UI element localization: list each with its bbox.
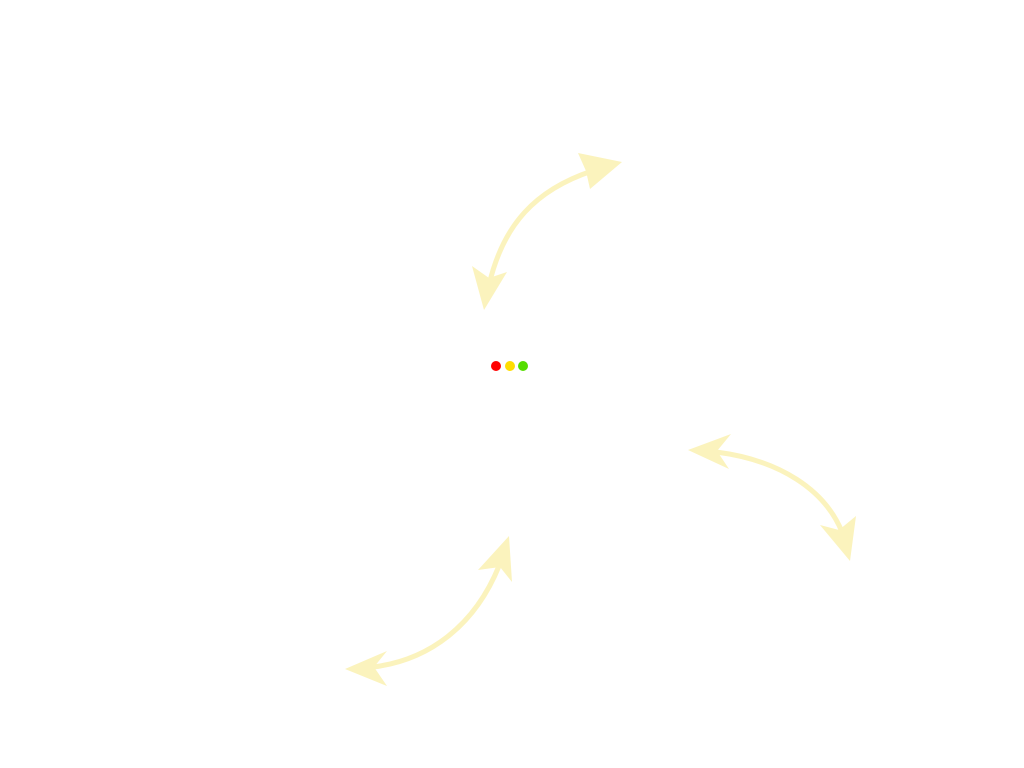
curved-double-arrow-top-icon (472, 153, 622, 310)
three-dot-loading-icon (491, 361, 531, 371)
loading-dot-green (518, 361, 528, 371)
curved-double-arrow-bottom-left-icon (345, 536, 512, 686)
loading-dot-yellow (504, 361, 515, 371)
curved-double-arrow-right-icon (688, 434, 856, 561)
loading-dot-red (491, 361, 501, 371)
